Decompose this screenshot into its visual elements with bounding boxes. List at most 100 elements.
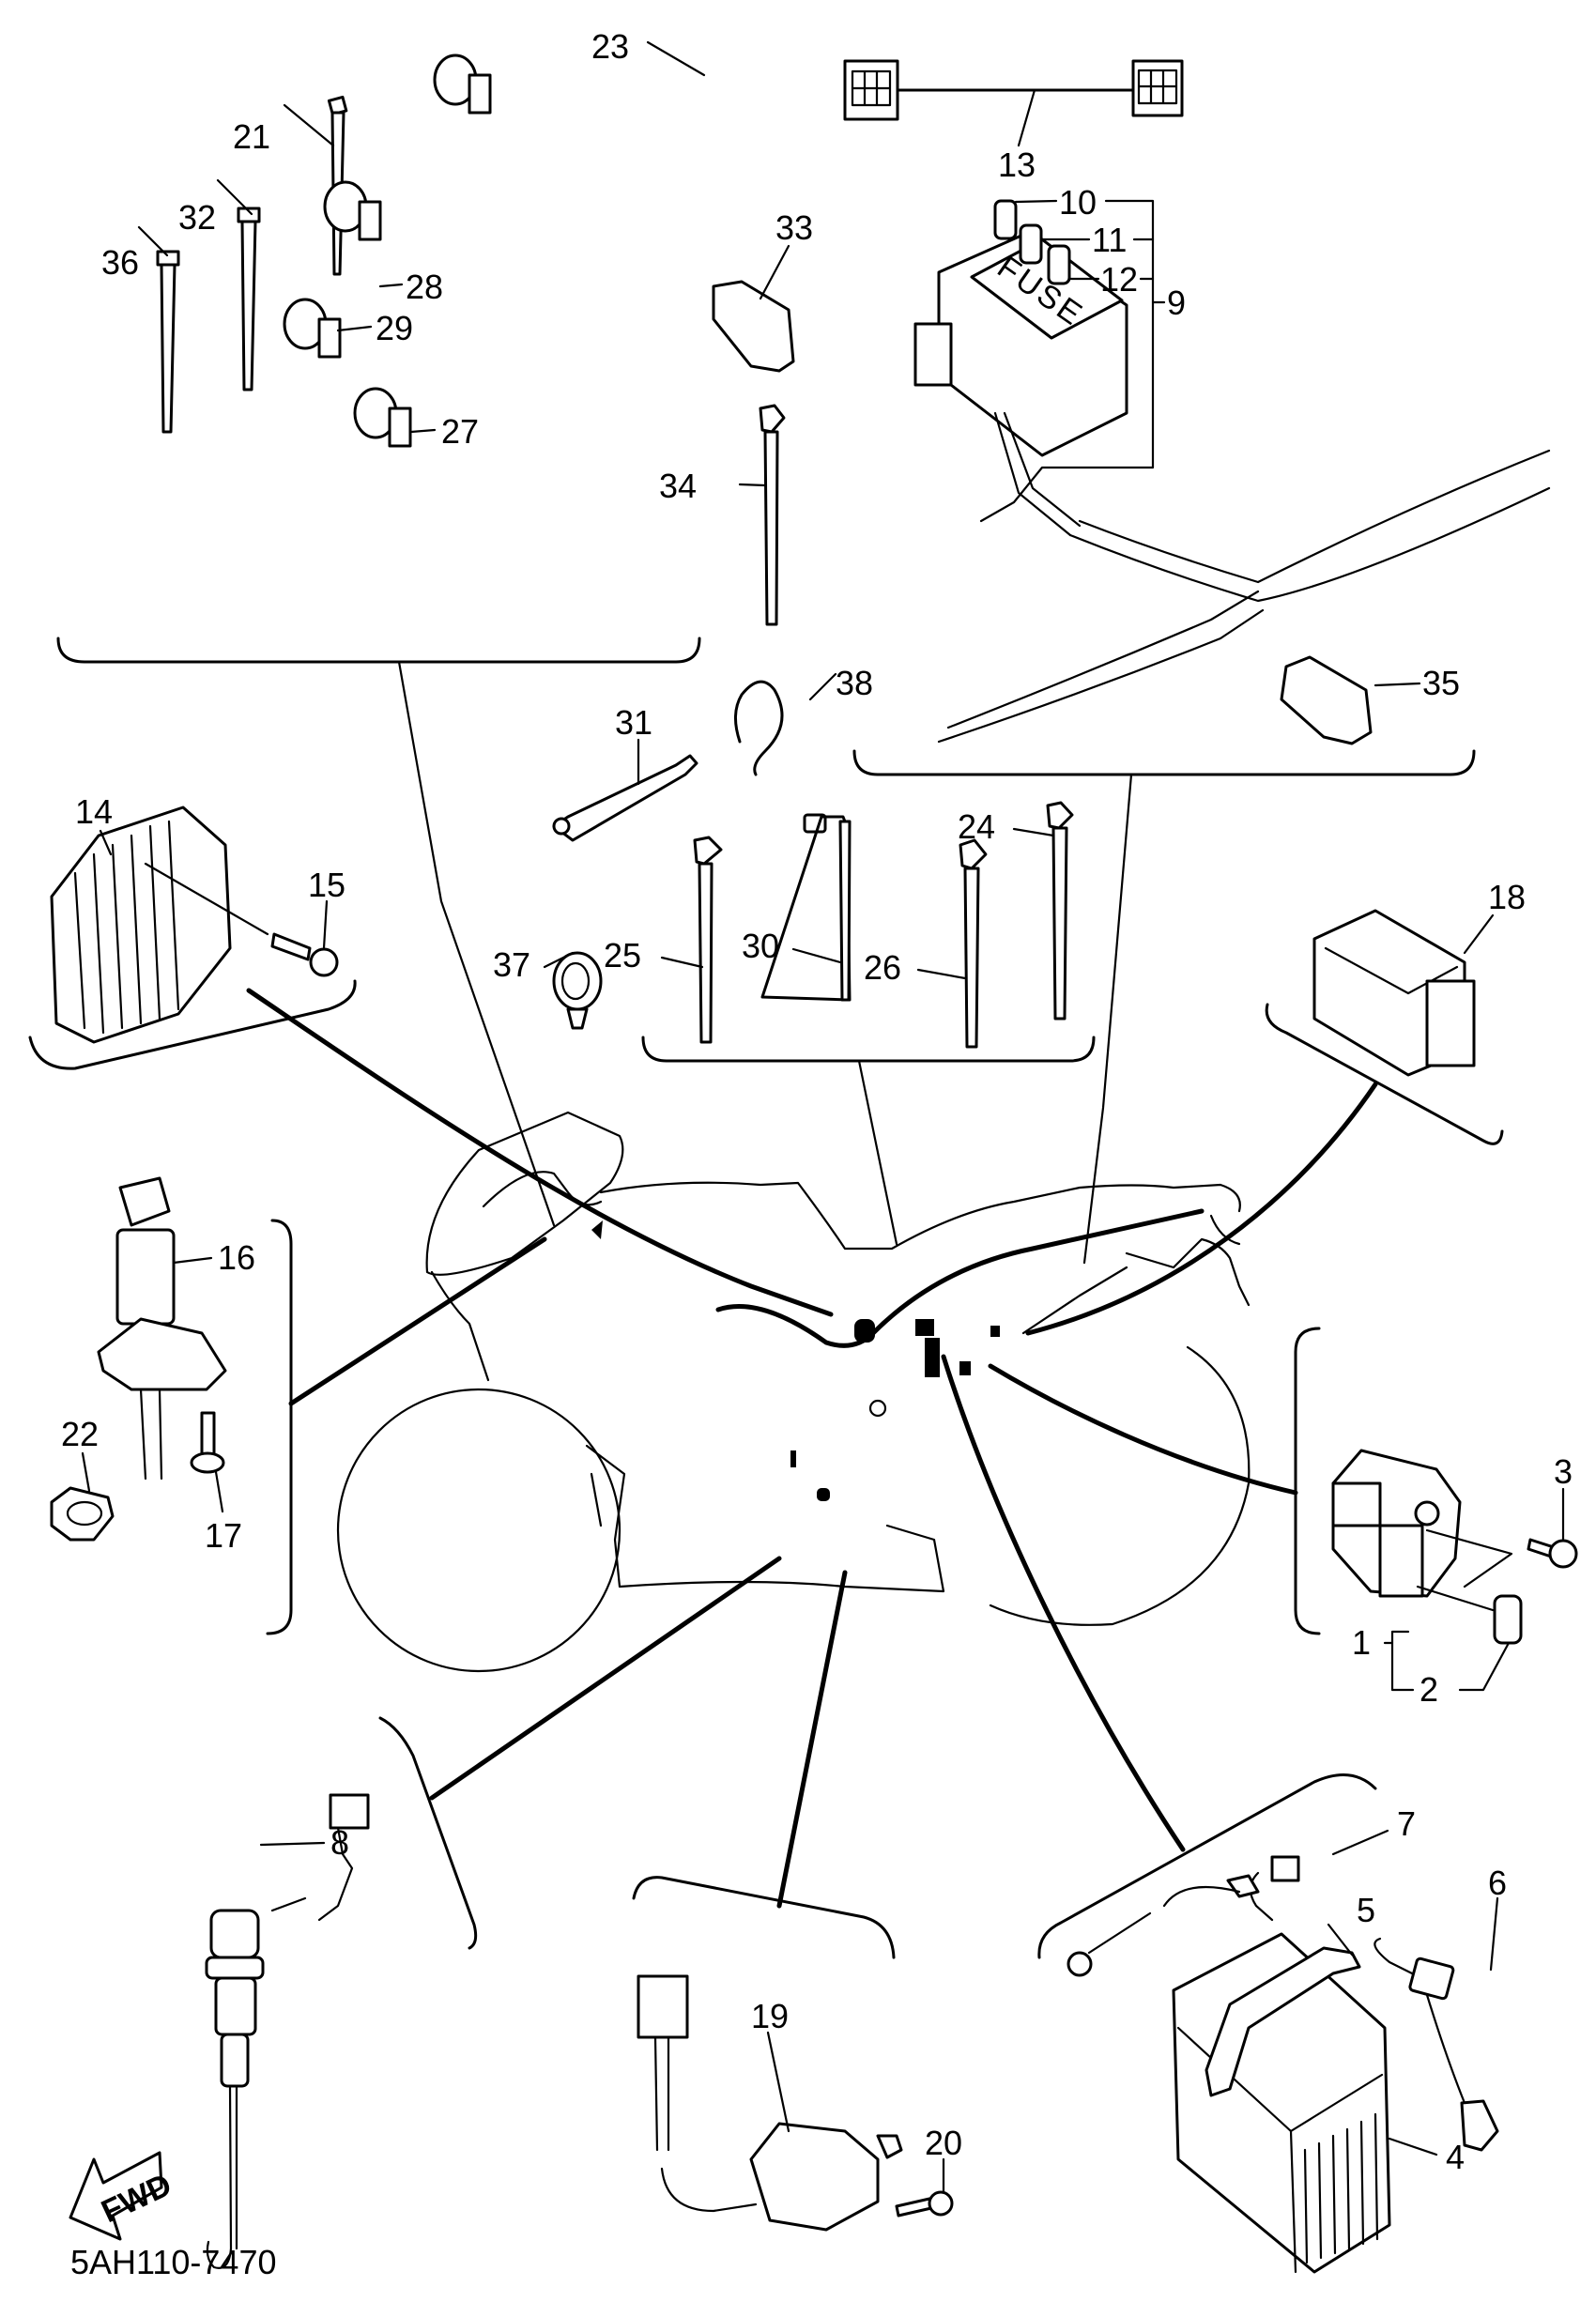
rear-brake-switch-19-drawing <box>637 1974 903 2232</box>
callout-20: 20 <box>925 2124 962 2162</box>
callout-2: 2 <box>1420 1670 1438 1709</box>
leader-bands-to-bike <box>857 1059 898 1246</box>
callout-17: 17 <box>205 1516 242 1555</box>
leader-regulator-to-bike <box>246 988 834 1317</box>
motorcycle-outline <box>336 1111 1251 1673</box>
rectifier-regulator-14-drawing <box>50 806 269 1044</box>
bike-marker-neutral <box>790 1450 796 1467</box>
callout-3: 3 <box>1554 1452 1573 1491</box>
leader-brake-switch-to-bike <box>776 1570 848 1909</box>
callout-21: 21 <box>233 117 270 156</box>
bike-marker-relay-1 <box>915 1319 934 1336</box>
callout-7: 7 <box>1397 1804 1416 1843</box>
rear-tail <box>1209 1214 1241 1246</box>
battery-band-5-drawing <box>1205 1946 1361 2097</box>
band-26-drawing <box>959 838 988 1049</box>
harness-wire-branch-2 <box>937 608 1265 744</box>
clamp-23-drawing <box>433 54 492 115</box>
lead-wire-31-drawing <box>552 754 698 842</box>
wire-clip-38-drawing <box>734 680 784 776</box>
tank-outline <box>599 1181 1241 1251</box>
callout-9: 9 <box>1167 284 1186 322</box>
leader-clips-to-bike <box>397 660 556 1227</box>
drawing-code: 5AH110-7470 <box>70 2243 277 2281</box>
bracket-main-switch <box>266 1219 293 1635</box>
callout-28: 28 <box>406 268 443 306</box>
bracket-clips-top-left <box>56 637 701 664</box>
callout-5: 5 <box>1357 1891 1375 1929</box>
wire-holder-22-drawing <box>50 1486 115 1542</box>
harness-wire-upper <box>1078 449 1551 584</box>
regulator-bolt-15-drawing <box>270 932 339 977</box>
holder-33-drawing <box>712 280 795 373</box>
bracket-regulator <box>28 979 357 1070</box>
group-brackets <box>28 637 1504 1959</box>
band-25-drawing <box>693 836 723 1044</box>
fuses-10-11-12-drawing <box>993 199 1071 285</box>
callout-6: 6 <box>1488 1864 1507 1902</box>
callout-33: 33 <box>775 208 813 247</box>
lower-fairing <box>585 1444 945 1593</box>
callout-30: 30 <box>742 927 779 965</box>
bracket-bands-middle <box>641 1036 1096 1063</box>
callout-16: 16 <box>218 1238 255 1277</box>
callout-23: 23 <box>591 27 629 66</box>
callout-37: 37 <box>493 945 530 984</box>
starter-relay-1-drawing <box>1331 1449 1513 1612</box>
callout-26: 26 <box>864 948 901 987</box>
bike-marker-main-switch <box>591 1220 603 1239</box>
neutral-switch-8-drawing <box>205 1793 370 2269</box>
bike-marker-regulator <box>854 1319 875 1343</box>
callout-29: 29 <box>376 309 413 347</box>
harness-wires <box>937 449 1551 744</box>
leader-main-switch-to-bike <box>288 1236 547 1406</box>
harness-wire-lower <box>1068 486 1551 603</box>
front-fork <box>590 1472 603 1527</box>
fairing-lower-left <box>430 1270 490 1382</box>
band-30-drawing <box>760 813 852 1002</box>
relay-fuse-2-drawing <box>1493 1594 1523 1645</box>
windscreen <box>482 1171 603 1208</box>
callout-8: 8 <box>330 1823 349 1862</box>
sub-lead-13-drawing <box>843 59 1184 121</box>
callout-18: 18 <box>1488 878 1526 916</box>
callout-1: 1 <box>1352 1623 1371 1662</box>
clamp-28-drawing <box>323 180 382 241</box>
callout-leaders <box>81 40 1565 2194</box>
brake-switch-screw-20-drawing <box>895 2190 954 2218</box>
callout-14: 14 <box>75 792 113 831</box>
callout-38: 38 <box>836 664 873 702</box>
clamp-27-drawing <box>353 387 412 448</box>
callout-34: 34 <box>659 467 697 505</box>
bracket-brake-switch <box>632 1876 896 1959</box>
bracket-neutral-switch <box>378 1716 478 1950</box>
callout-10: 10 <box>1059 183 1097 222</box>
engine-mount <box>868 1399 887 1418</box>
bike-marker-relay-3 <box>959 1361 971 1375</box>
relay-unit-18-drawing <box>1312 909 1476 1077</box>
bracket-battery <box>1037 1773 1377 1959</box>
callout-31: 31 <box>615 703 652 742</box>
bracket-starter-relay <box>1294 1327 1321 1635</box>
callout-labels: 23 13 21 32 36 28 29 27 33 34 10 11 12 9… <box>61 27 1573 2176</box>
leader-neutral-switch-to-bike <box>429 1556 782 1801</box>
cable-tie-36-drawing <box>156 250 180 434</box>
rear-swingarm <box>1021 1266 1128 1335</box>
callout-19: 19 <box>751 1997 789 2035</box>
callout-36: 36 <box>101 243 139 282</box>
holder-35-drawing <box>1280 655 1373 745</box>
callout-25: 25 <box>604 936 641 975</box>
callout-4: 4 <box>1446 2138 1465 2176</box>
callout-12: 12 <box>1100 260 1138 299</box>
front-fairing <box>425 1111 624 1276</box>
harness-wire-branch <box>946 590 1260 729</box>
bracket-harness-top-right <box>852 749 1476 776</box>
callout-11: 11 <box>1092 221 1127 259</box>
leader-lines <box>246 660 1378 1909</box>
leader-harness-to-bike <box>1082 773 1133 1265</box>
leader-battery-to-bike <box>941 1354 1186 1852</box>
cable-tie-32-drawing <box>237 207 261 391</box>
main-switch-16-drawing <box>97 1176 227 1481</box>
band-24-drawing <box>1046 801 1074 1021</box>
